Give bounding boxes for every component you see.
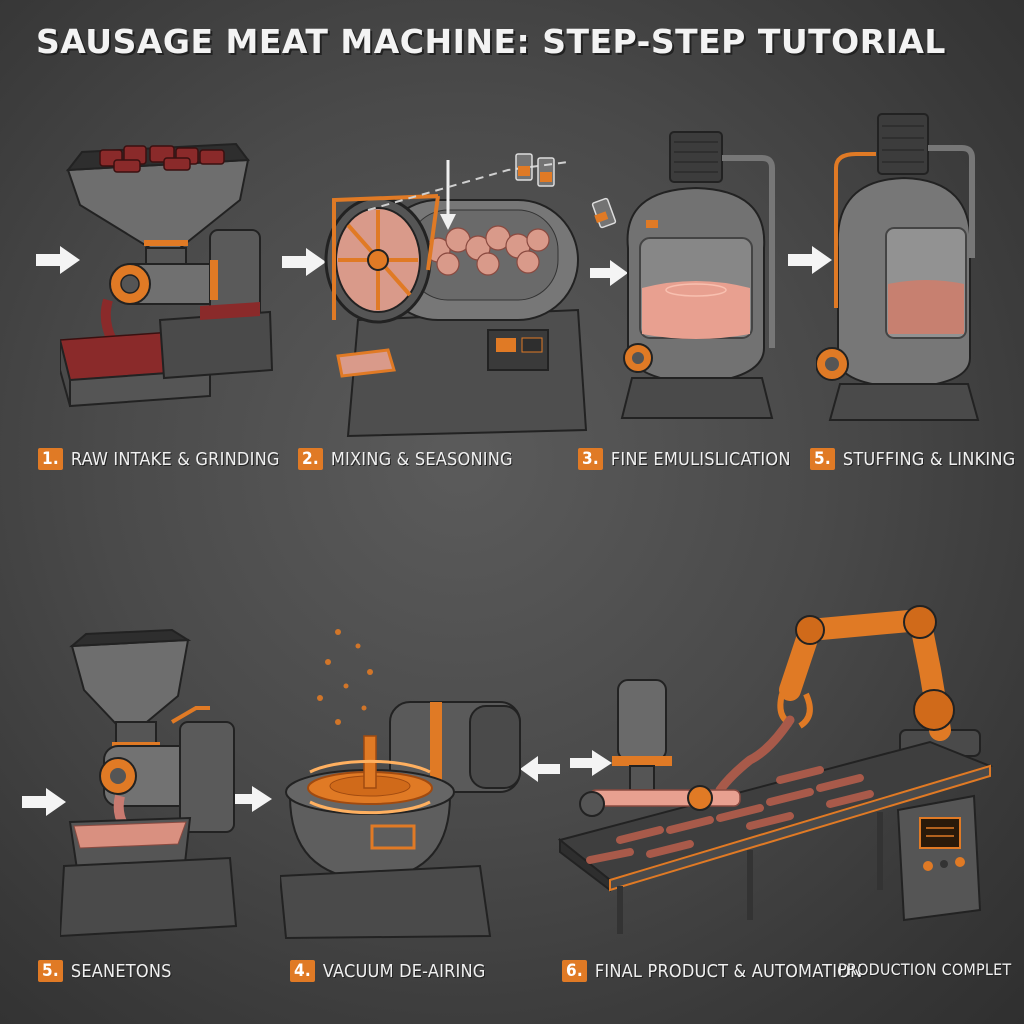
step-number-badge: 5. [38,960,63,982]
spice-jars-icon [515,153,617,229]
step-label-text: FINAL PRODUCT & AUTOMATION [594,960,863,982]
step-number-badge: 3. [578,448,603,470]
page-title: SAUSAGE MEAT MACHINE: STEP-STEP TUTORIAL [36,22,946,61]
step-label-emulsification: 3. FINE EMULISLICATION [578,448,791,470]
vacuum-machine-illustration [280,629,521,940]
step-label-mixing: 2. MIXING & SEASONING [298,448,513,470]
flow-arrow-right-icon [570,750,612,776]
step-label-text: RAW INTAKE & GRINDING [70,448,280,470]
step-label-text: STUFFING & LINKING [842,448,1016,470]
flow-arrow-right-icon [282,248,326,276]
step-number-badge: 6. [562,960,587,982]
step-label-seanetons: 5. SEANETONS [38,960,172,982]
flow-arrow-right-icon [22,788,66,816]
step-number-badge: 4. [290,960,315,982]
production-complete-label: PRODUCTION COMPLET [838,960,1011,979]
flow-arrow-right-icon [590,260,628,286]
flow-arrow-right-icon [788,246,832,274]
stuffer-machine-illustration [816,113,980,421]
automation-line-illustration [557,605,994,934]
step-label-text: FINE EMULISLICATION [610,448,791,470]
mixer-machine-illustration [324,160,588,438]
flow-arrow-right-icon [230,786,272,812]
emulsifier-machine-illustration [620,131,775,419]
step-label-final-product: 6. FINAL PRODUCT & AUTOMATION [562,960,862,982]
step-number-badge: 5. [810,448,835,470]
step-number-badge: 1. [38,448,63,470]
second-grinder-illustration [60,628,238,938]
step-label-raw-intake: 1. RAW INTAKE & GRINDING [38,448,280,470]
step-number-badge: 2. [298,448,323,470]
flow-arrow-right-icon [36,246,80,274]
step-label-text: VACUUM DE-AIRING [322,960,486,982]
step-label-stuffing: 5. STUFFING & LINKING [810,448,1015,470]
step-label-text: MIXING & SEASONING [330,448,513,470]
step-label-vacuum: 4. VACUUM DE-AIRING [290,960,486,982]
final-note-text: PRODUCTION COMPLET [838,960,1012,979]
grinder-machine-illustration [60,142,274,408]
step-label-text: SEANETONS [70,960,172,982]
flow-arrow-left-icon [520,756,560,782]
